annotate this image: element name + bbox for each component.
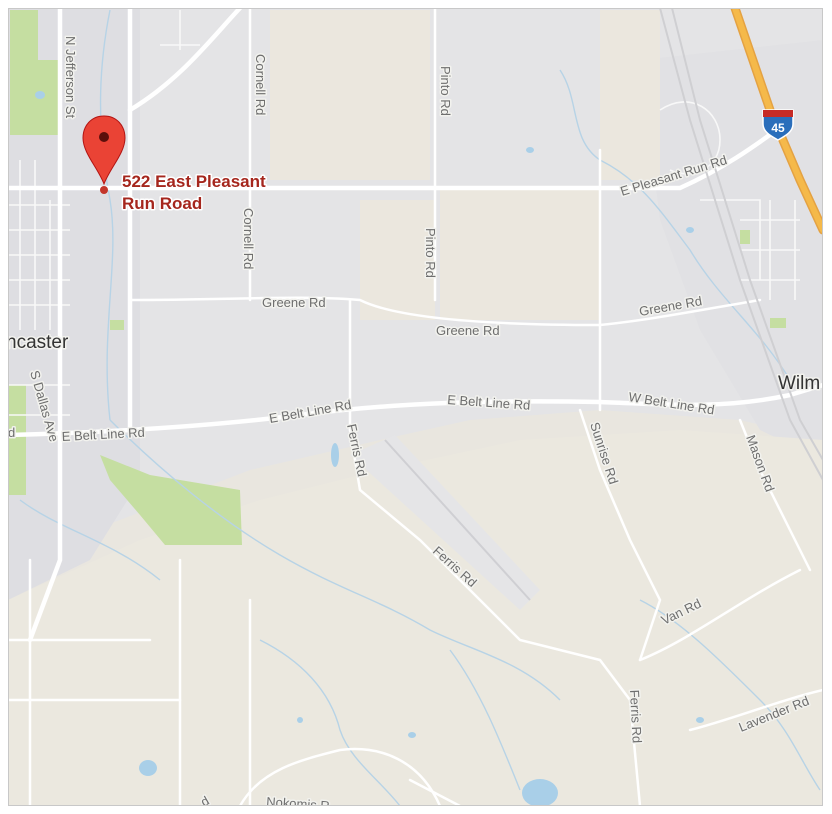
- label-greene-mid[interactable]: Greene Rd: [435, 322, 502, 340]
- ponds: [35, 91, 704, 806]
- label-road-fragment-west[interactable]: d: [8, 424, 17, 442]
- location-pin[interactable]: 522 East Pleasant Run Road: [82, 115, 268, 215]
- label-e-belt-line-east[interactable]: E Belt Line Rd: [445, 391, 532, 415]
- secondary-roads: [8, 8, 823, 806]
- map-pin-icon[interactable]: [82, 115, 126, 194]
- label-pinto-south[interactable]: Pinto Rd: [422, 227, 440, 280]
- park-small-2: [740, 230, 750, 244]
- park-north: [10, 10, 60, 135]
- park-small-1: [110, 320, 124, 330]
- label-nokomis[interactable]: Nokomis R: [264, 793, 331, 813]
- airport-runway: [384, 439, 531, 601]
- interstate-shield-icon: 45: [762, 109, 794, 141]
- park-west-edge: [8, 385, 26, 495]
- label-n-jefferson[interactable]: N Jefferson St: [62, 35, 80, 121]
- park-small-3: [770, 318, 786, 328]
- pin-label-line1[interactable]: 522 East Pleasant: [121, 171, 268, 193]
- parcel-2: [440, 190, 600, 320]
- label-pinto-north[interactable]: Pinto Rd: [437, 65, 455, 118]
- airport-area: [350, 435, 540, 610]
- parcel-1: [270, 10, 430, 180]
- parcel-3: [360, 200, 435, 320]
- label-place-wilmer[interactable]: Wilm: [777, 372, 822, 396]
- map-frame: [8, 8, 823, 806]
- label-ferris-south[interactable]: Ferris Rd: [626, 688, 647, 745]
- parcel-4: [600, 10, 660, 180]
- label-greene-west[interactable]: Greene Rd: [261, 294, 328, 312]
- label-cornell-north[interactable]: Cornell Rd: [252, 53, 270, 117]
- park-southwest: [100, 455, 242, 545]
- label-e-belt-line-west[interactable]: E Belt Line Rd: [60, 423, 147, 445]
- label-place-lancaster[interactable]: ncaster: [6, 331, 70, 355]
- label-cornell-south[interactable]: Cornell Rd: [240, 207, 258, 271]
- railway: [659, 8, 823, 481]
- creeks: [19, 9, 821, 806]
- pin-label-line2[interactable]: Run Road: [121, 193, 204, 215]
- interstate-number: 45: [771, 121, 785, 135]
- interstate-45-center: [732, 8, 823, 233]
